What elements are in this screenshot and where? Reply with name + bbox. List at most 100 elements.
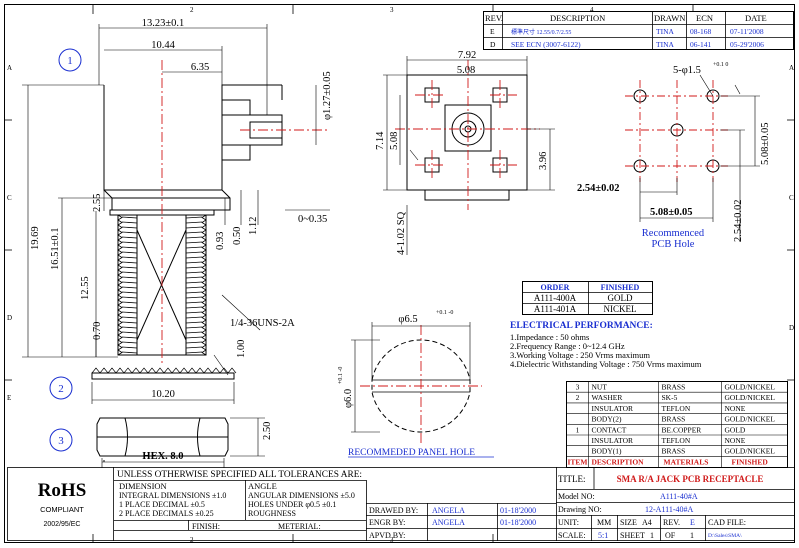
drawn-header: DRAWN (654, 13, 685, 23)
border-number: 3 (390, 536, 394, 544)
size-value: A4 (642, 518, 652, 527)
bom-fin-cell: GOLD/NICKEL (725, 447, 776, 456)
scale-label: SCALE: (558, 531, 586, 540)
drawn-cell: TINA (656, 27, 674, 36)
dimension-label: DIMENSION (119, 481, 167, 491)
dim-pin-offset: 6.35 (191, 62, 209, 73)
scale-value: 5:1 (598, 531, 608, 540)
electrical-title: ELECTRICAL PERFORMANCE: (510, 321, 653, 331)
cad-file: D:\Sales\SMA\ (708, 533, 742, 539)
rev-header: REV. (485, 13, 503, 23)
bom-header: MATERIALS (664, 457, 709, 466)
date-cell: 07-11'2008 (730, 27, 764, 36)
border-letter: E (7, 394, 11, 402)
order-cell: A111-401A (534, 304, 577, 314)
tolerance-header: UNLESS OTHERWISE SPECIFIED ALL TOLERANCE… (117, 469, 362, 479)
electrical-line: 3.Working Voltage : 250 Vrms maximum (510, 350, 650, 360)
order-table: ORDER FINISHED A111-400A GOLD A111-401A … (522, 281, 653, 315)
center-lines-front (395, 60, 540, 210)
view-label-2: 2 (58, 383, 64, 395)
rohs-logo: RoHS (38, 480, 87, 501)
dim-0-70: 0.70 (92, 322, 103, 340)
panel-height: φ6.0 (343, 389, 354, 408)
bom-desc-cell: CONTACT (592, 425, 627, 434)
panel-hole: φ6.5 +0.1 -0 φ6.0 +0.1 -0 RECOMMEDED PAN… (338, 310, 494, 458)
washer-dimension (91, 382, 235, 404)
dim-0-50: 0.50 (232, 227, 243, 245)
dim-sq: 4-1.02 SQ (396, 211, 407, 255)
dim-pin-dia: φ1.27±0.05 (322, 71, 333, 120)
border-letter: D (789, 324, 794, 332)
nut-hex: HEX. 8.0 (142, 451, 183, 462)
rev-cell: D (490, 40, 496, 49)
thread-teeth (117, 214, 207, 356)
drawn-by-label: DRAWED BY: (369, 506, 418, 515)
bom-desc-cell: BODY(2) (592, 415, 622, 424)
size-label: SIZE (620, 518, 637, 527)
drawing-title: SMA R/A JACK PCB RECEPTACLE (617, 474, 764, 484)
title-block (7, 467, 795, 541)
panel-height-tol: +0.1 -0 (338, 367, 344, 384)
bom-header: DESCRIPTION (592, 457, 645, 466)
border-labels: A C D E A C D 2 3 4 2 3 (7, 6, 794, 544)
dim-body-width: 10.44 (151, 40, 175, 51)
two-place-decimal: 2 PLACE DECIMALS ±0.25 (119, 509, 214, 518)
dim-1-00: 1.00 (236, 340, 247, 358)
center-lines-side (161, 60, 330, 365)
bom-fin-cell: NONE (725, 436, 746, 445)
bom-fin-cell: GOLD/NICKEL (725, 383, 776, 392)
angular-dims: ANGULAR DIMENSIONS ±5.0 (248, 491, 355, 500)
drawn-date: 01-18'2000 (500, 506, 536, 515)
rev-label: REV. (663, 518, 680, 527)
border-letter: C (789, 194, 794, 202)
panel-dia: φ6.5 (398, 314, 417, 325)
bom-mat-cell: BE.COPPER (662, 425, 702, 434)
bom-desc-cell: WASHER (592, 393, 623, 402)
model-label: Model NO: (558, 492, 595, 501)
dim-total-width: 13.23±0.1 (142, 18, 185, 29)
washer-width: 10.20 (151, 389, 175, 400)
description-header: DESCRIPTION (550, 13, 605, 23)
rev-cell: E (490, 27, 495, 36)
rev-value: E (690, 518, 695, 527)
border-letter: A (7, 64, 12, 72)
front-view (406, 74, 528, 201)
bom-fin-cell: GOLD/NICKEL (725, 415, 776, 424)
material-label: METERIAL: (278, 522, 321, 531)
sheet-value: 1 (650, 531, 654, 540)
pcb-dimensions (639, 74, 760, 242)
view-label-1: 1 (67, 55, 73, 67)
dim-12-55: 12.55 (80, 276, 91, 300)
cad-label: CAD FILE: (708, 518, 746, 527)
washer-teeth (91, 367, 237, 374)
engr-date: 01-18'2000 (500, 518, 536, 527)
pcb-dim-5-08-h: 5.08±0.05 (650, 207, 693, 218)
electrical-line: 4.Dielectric Withstanding Voltage : 750 … (510, 359, 702, 369)
rohs-compliant: COMPLIANT (40, 505, 84, 514)
thread-callout: 1/4-36UNS-2A (230, 318, 295, 329)
border-letter: D (7, 314, 12, 322)
border-number: 4 (590, 6, 594, 14)
engr-by-label: ENGR BY: (369, 518, 405, 527)
apvd-by-label: APVD BY: (369, 531, 405, 540)
sheet-border (4, 4, 795, 543)
electrical-line: 2.Frequency Range : 0~12.4 GHz (510, 341, 625, 351)
dim-7-14: 7.14 (375, 131, 386, 150)
border-number: 2 (190, 536, 194, 544)
view-label-circles: 1 2 3 (49, 48, 82, 452)
date-cell: 05-29'2006 (730, 40, 764, 49)
finish-label: FINISH: (192, 522, 220, 531)
dim-1-12: 1.12 (248, 217, 259, 235)
finish-cell: NICKEL (604, 304, 637, 314)
center-lines-pcb (625, 80, 728, 182)
finished-header: FINISHED (601, 283, 640, 292)
drawn-by-name: ANGELA (432, 506, 465, 515)
dim-2-55: 2.55 (92, 194, 103, 212)
pcb-dim-2-54-h: 2.54±0.02 (577, 183, 620, 194)
rohs-directive: 2002/95/EC (44, 521, 81, 528)
description-cell: 標準尺寸 12.55/0.7/2.55 (511, 28, 571, 36)
unit-label: UNIT: (558, 518, 579, 527)
title-block-text: RoHS COMPLIANT 2002/95/EC UNLESS OTHERWI… (38, 469, 764, 540)
view-label-3: 3 (58, 435, 64, 447)
